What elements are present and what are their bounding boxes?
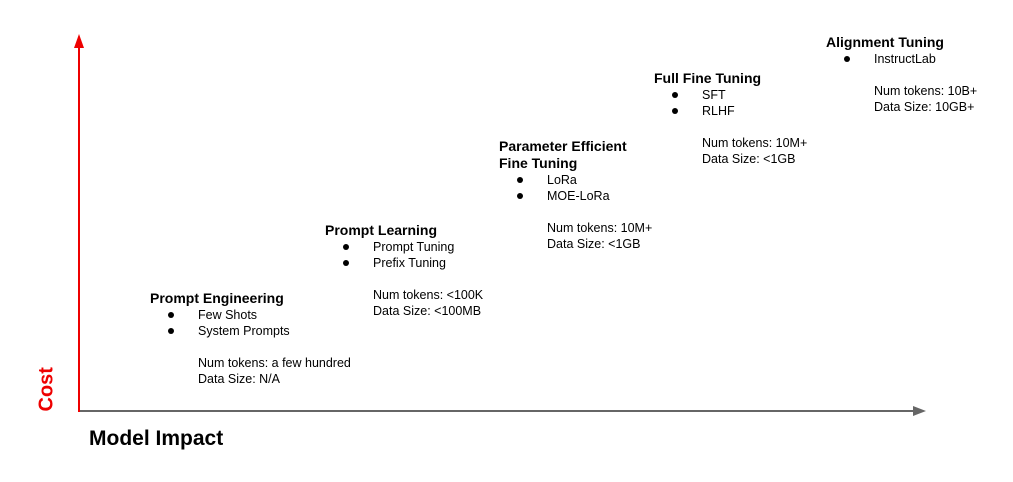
list-item: RLHF bbox=[654, 103, 807, 119]
method-label: InstructLab bbox=[874, 52, 936, 66]
list-item: Few Shots bbox=[150, 307, 351, 323]
list-item: InstructLab bbox=[826, 51, 977, 67]
method-label: Prompt Tuning bbox=[373, 240, 455, 254]
num-tokens: Num tokens: 10M+ bbox=[547, 221, 653, 235]
data-size: Data Size: <1GB bbox=[547, 237, 641, 251]
method-label: System Prompts bbox=[198, 324, 290, 338]
method-label: SFT bbox=[702, 88, 726, 102]
num-tokens: Num tokens: 10B+ bbox=[874, 84, 978, 98]
stage-methods: LoRa MOE-LoRa bbox=[499, 172, 659, 204]
list-item: System Prompts bbox=[150, 323, 351, 339]
stage-title: Parameter Efficient Fine Tuning bbox=[499, 138, 627, 171]
stage-methods: Prompt Tuning Prefix Tuning bbox=[325, 239, 483, 271]
stage-stats: Num tokens: 10M+ Data Size: <1GB bbox=[654, 135, 807, 167]
stage-title: Alignment Tuning bbox=[826, 34, 944, 50]
bullet-icon bbox=[672, 108, 678, 114]
stage-parameter-efficient-fine-tuning: Parameter Efficient Fine Tuning LoRa MOE… bbox=[499, 138, 659, 252]
x-axis-arrowhead bbox=[913, 406, 926, 416]
method-label: RLHF bbox=[702, 104, 735, 118]
stage-stats: Num tokens: 10B+ Data Size: 10GB+ bbox=[826, 83, 977, 115]
bullet-icon bbox=[168, 328, 174, 334]
method-label: LoRa bbox=[547, 173, 577, 187]
stage-prompt-learning: Prompt Learning Prompt Tuning Prefix Tun… bbox=[325, 222, 483, 319]
bullet-icon bbox=[517, 177, 523, 183]
stage-methods: Few Shots System Prompts bbox=[150, 307, 351, 339]
y-axis-label: Cost bbox=[35, 367, 58, 412]
stage-title: Prompt Engineering bbox=[150, 290, 284, 306]
stage-methods: SFT RLHF bbox=[654, 87, 807, 119]
bullet-icon bbox=[343, 244, 349, 250]
list-item: SFT bbox=[654, 87, 807, 103]
method-label: MOE-LoRa bbox=[547, 189, 610, 203]
stage-alignment-tuning: Alignment Tuning InstructLab Num tokens:… bbox=[826, 34, 977, 115]
stage-title: Prompt Learning bbox=[325, 222, 438, 238]
num-tokens: Num tokens: <100K bbox=[373, 288, 484, 302]
stage-prompt-engineering: Prompt Engineering Few Shots System Prom… bbox=[150, 290, 351, 387]
num-tokens: Num tokens: a few hundred bbox=[198, 356, 351, 370]
method-label: Few Shots bbox=[198, 308, 258, 322]
num-tokens: Num tokens: 10M+ bbox=[702, 136, 808, 150]
stage-title: Full Fine Tuning bbox=[654, 70, 762, 86]
list-item: Prompt Tuning bbox=[325, 239, 483, 255]
data-size: Data Size: <100MB bbox=[373, 304, 482, 318]
stage-stats: Num tokens: <100K Data Size: <100MB bbox=[325, 287, 483, 319]
list-item: LoRa bbox=[499, 172, 659, 188]
stage-stats: Num tokens: a few hundred Data Size: N/A bbox=[150, 355, 351, 387]
list-item: Prefix Tuning bbox=[325, 255, 483, 271]
bullet-icon bbox=[343, 260, 349, 266]
bullet-icon bbox=[517, 193, 523, 199]
bullet-icon bbox=[672, 92, 678, 98]
list-item: MOE-LoRa bbox=[499, 188, 659, 204]
data-size: Data Size: 10GB+ bbox=[874, 100, 975, 114]
data-size: Data Size: N/A bbox=[198, 372, 280, 386]
method-label: Prefix Tuning bbox=[373, 256, 446, 270]
bullet-icon bbox=[844, 56, 850, 62]
stage-methods: InstructLab bbox=[826, 51, 977, 67]
stage-stats: Num tokens: 10M+ Data Size: <1GB bbox=[499, 220, 659, 252]
bullet-icon bbox=[168, 312, 174, 318]
stage-full-fine-tuning: Full Fine Tuning SFT RLHF Num tokens: 10… bbox=[654, 70, 807, 167]
data-size: Data Size: <1GB bbox=[702, 152, 796, 166]
x-axis-label: Model Impact bbox=[89, 427, 224, 450]
y-axis-arrowhead bbox=[74, 34, 84, 48]
